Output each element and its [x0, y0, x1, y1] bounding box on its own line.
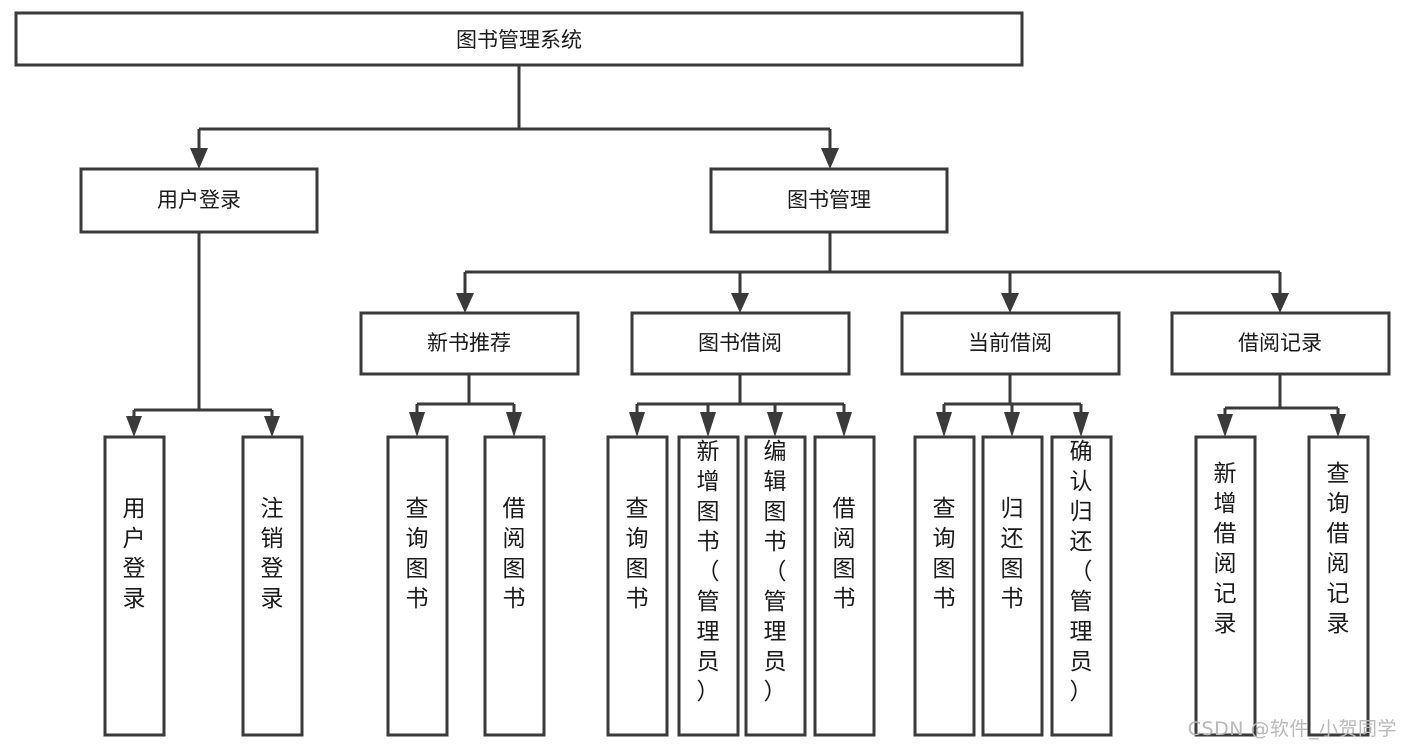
- arrow-head-current-leaf2: [1004, 412, 1020, 437]
- node-borrow-record[interactable]: 借阅记录: [1170, 311, 1391, 376]
- leaf-box: [1050, 435, 1113, 737]
- arrow-head-record: [1271, 293, 1289, 313]
- leaf-label-vertical: 查询借阅记录: [1327, 461, 1350, 637]
- node-book-borrow[interactable]: 图书借阅: [630, 311, 851, 376]
- leaf-label-vertical: 确认归还（管理员）: [1070, 439, 1093, 705]
- arrow-head-borrow-leaf1: [629, 412, 645, 437]
- leaf-current-return-book[interactable]: 归还图书: [981, 435, 1044, 737]
- leaf-borrow-query-book[interactable]: 查询图书: [606, 435, 669, 737]
- arrow-head-record-leaf2: [1330, 414, 1346, 437]
- arrow-head-current-leaf1: [936, 412, 952, 437]
- node-new-book-recommend[interactable]: 新书推荐: [359, 311, 580, 376]
- leaf-new-book-query[interactable]: 查询图书: [386, 435, 449, 737]
- leaf-label-vertical: 归还图书: [1001, 496, 1024, 612]
- arrow-head-borrow-leaf4: [836, 412, 852, 437]
- leaf-user-login-logout[interactable]: 注销登录: [241, 435, 304, 737]
- leaf-borrow-borrow-book[interactable]: 借阅图书: [813, 435, 876, 737]
- connector-group-userlogin: [126, 232, 280, 437]
- node-book-management-label: 图书管理: [787, 188, 871, 212]
- arrow-head-userlogin: [190, 148, 208, 169]
- leaf-label-vertical: 查询图书: [406, 496, 429, 612]
- arrow-head-current: [1001, 293, 1019, 313]
- arrow-head-newbook-leaf1: [409, 412, 425, 437]
- leaf-box: [913, 435, 976, 737]
- arrow-head-current-leaf3: [1073, 412, 1089, 437]
- leaf-record-add-record[interactable]: 新增借阅记录: [1194, 435, 1257, 737]
- leaf-box: [241, 435, 304, 737]
- node-book-borrow-box: [630, 311, 851, 376]
- leaf-box: [606, 435, 669, 737]
- node-new-book-recommend-box: [359, 311, 580, 376]
- leaf-label-vertical: 查询图书: [626, 496, 649, 612]
- leaf-label-vertical: 用户登录: [123, 496, 146, 612]
- arrow-head-borrow-leaf3: [767, 412, 783, 437]
- leaf-user-login-login[interactable]: 用户登录: [103, 435, 166, 737]
- node-user-login-label: 用户登录: [157, 188, 241, 212]
- leaf-box: [813, 435, 876, 737]
- arrow-head-newbook: [456, 293, 474, 313]
- leaf-box: [981, 435, 1044, 737]
- leaf-box: [1307, 435, 1370, 737]
- node-root-label: 图书管理系统: [456, 28, 582, 52]
- leaf-label-vertical: 借阅图书: [833, 496, 856, 612]
- connector-group-bookmgmt: [456, 232, 1289, 313]
- arrow-head-bookmgmt: [821, 148, 839, 169]
- node-book-management-box: [709, 167, 949, 234]
- connector-group-current: [936, 374, 1089, 437]
- node-book-borrow-label: 图书借阅: [698, 331, 782, 355]
- node-root-box: [14, 11, 1024, 67]
- leaf-box: [103, 435, 166, 737]
- leaf-current-confirm-return[interactable]: 确认归还（管理员）: [1050, 435, 1113, 737]
- leaf-borrow-edit-book[interactable]: 编辑图书（管理员）: [744, 435, 807, 737]
- leaf-label-vertical: 借阅图书: [503, 496, 526, 612]
- leaf-current-query-book[interactable]: 查询图书: [913, 435, 976, 737]
- arrow-head-newbook-leaf2: [506, 412, 522, 437]
- arrow-head-userlogin-leaf1: [126, 416, 142, 437]
- connector-group-record: [1217, 374, 1346, 437]
- leaf-label-vertical: 查询图书: [933, 496, 956, 612]
- arrow-head-borrow-leaf2: [700, 412, 716, 437]
- leaf-box: [386, 435, 449, 737]
- leaf-label-vertical: 注销登录: [261, 496, 284, 612]
- node-user-login[interactable]: 用户登录: [79, 167, 319, 234]
- node-new-book-recommend-label: 新书推荐: [427, 331, 511, 355]
- node-current-borrow[interactable]: 当前借阅: [900, 311, 1121, 376]
- node-borrow-record-label: 借阅记录: [1238, 331, 1322, 355]
- leaf-new-book-borrow[interactable]: 借阅图书: [483, 435, 546, 737]
- node-current-borrow-box: [900, 311, 1121, 376]
- leaf-label-vertical: 新增图书（管理员）: [697, 439, 720, 705]
- leaf-label-vertical: 编辑图书（管理员）: [764, 439, 787, 705]
- arrow-head-userlogin-leaf2: [264, 416, 280, 437]
- leaf-box: [744, 435, 807, 737]
- arrow-head-borrow: [731, 293, 749, 313]
- connector-group-borrow: [629, 374, 852, 437]
- node-book-management[interactable]: 图书管理: [709, 167, 949, 234]
- csdn-watermark: CSDN @软件_小贺同学: [1187, 718, 1397, 740]
- connector-group-newbook: [409, 374, 522, 437]
- leaf-box: [483, 435, 546, 737]
- node-current-borrow-label: 当前借阅: [968, 331, 1052, 355]
- leaf-record-query-record[interactable]: 查询借阅记录: [1307, 435, 1370, 737]
- node-borrow-record-box: [1170, 311, 1391, 376]
- leaf-label-vertical: 新增借阅记录: [1214, 461, 1237, 637]
- connector-group-root: [190, 65, 839, 169]
- arrow-head-record-leaf1: [1217, 414, 1233, 437]
- leaf-borrow-add-book[interactable]: 新增图书（管理员）: [677, 435, 740, 737]
- node-root-system[interactable]: 图书管理系统: [14, 11, 1024, 67]
- leaf-box: [677, 435, 740, 737]
- leaf-box: [1194, 435, 1257, 737]
- node-user-login-box: [79, 167, 319, 234]
